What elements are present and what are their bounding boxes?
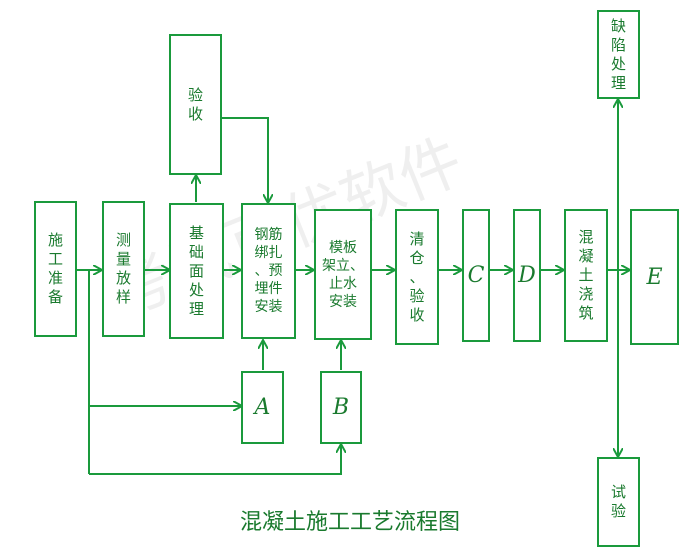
node-rebar-binding: 钢筋 绑扎 、预 埋件 安装: [241, 203, 296, 339]
node-rebar-binding-label: 钢筋 绑扎 、预 埋件 安装: [254, 227, 283, 315]
node-b: B: [320, 371, 362, 444]
node-e-label: E: [646, 264, 663, 290]
node-concrete-pouring: 混 凝 土 浇 筑: [564, 209, 608, 342]
node-clean-inspect: 清 仓 、 验 收: [395, 209, 439, 345]
node-b-label: B: [332, 395, 350, 420]
arrow-acceptance-to-rebar: [222, 117, 268, 202]
node-a: A: [241, 371, 284, 444]
diagram-caption: 混凝土施工工艺流程图: [239, 510, 460, 535]
node-concrete-pouring-label: 混 凝 土 浇 筑: [578, 228, 594, 322]
node-c-label: C: [467, 263, 485, 288]
arrow-branch-to-b: [89, 445, 341, 475]
node-defect-repair: 缺 陷 处 理: [597, 10, 640, 99]
node-defect-repair-label: 缺 陷 处 理: [610, 16, 626, 92]
node-formwork: 模板 架立、 止水 安装: [314, 209, 372, 340]
node-d: D: [513, 209, 541, 342]
node-acceptance-top: 验 收: [169, 34, 222, 175]
node-a-label: A: [254, 395, 271, 420]
node-testing: 试 验: [597, 457, 640, 547]
node-foundation-treatment-label: 基 础 面 处 理: [188, 223, 204, 318]
node-formwork-label: 模板 架立、 止水 安装: [322, 239, 364, 310]
node-testing-label: 试 验: [610, 483, 626, 520]
node-survey-layout-label: 测 量 放 样: [115, 231, 131, 306]
node-foundation-treatment: 基 础 面 处 理: [169, 203, 224, 339]
node-c: C: [462, 209, 490, 342]
node-construction-prep-label: 施 工 准 备: [47, 231, 63, 306]
node-acceptance-top-label: 验 收: [187, 85, 203, 123]
node-clean-inspect-label: 清 仓 、 验 收: [409, 229, 425, 324]
node-survey-layout: 测 量 放 样: [102, 201, 145, 337]
node-e: E: [630, 209, 679, 345]
node-construction-prep: 施 工 准 备: [34, 201, 77, 337]
node-d-label: D: [518, 263, 536, 288]
